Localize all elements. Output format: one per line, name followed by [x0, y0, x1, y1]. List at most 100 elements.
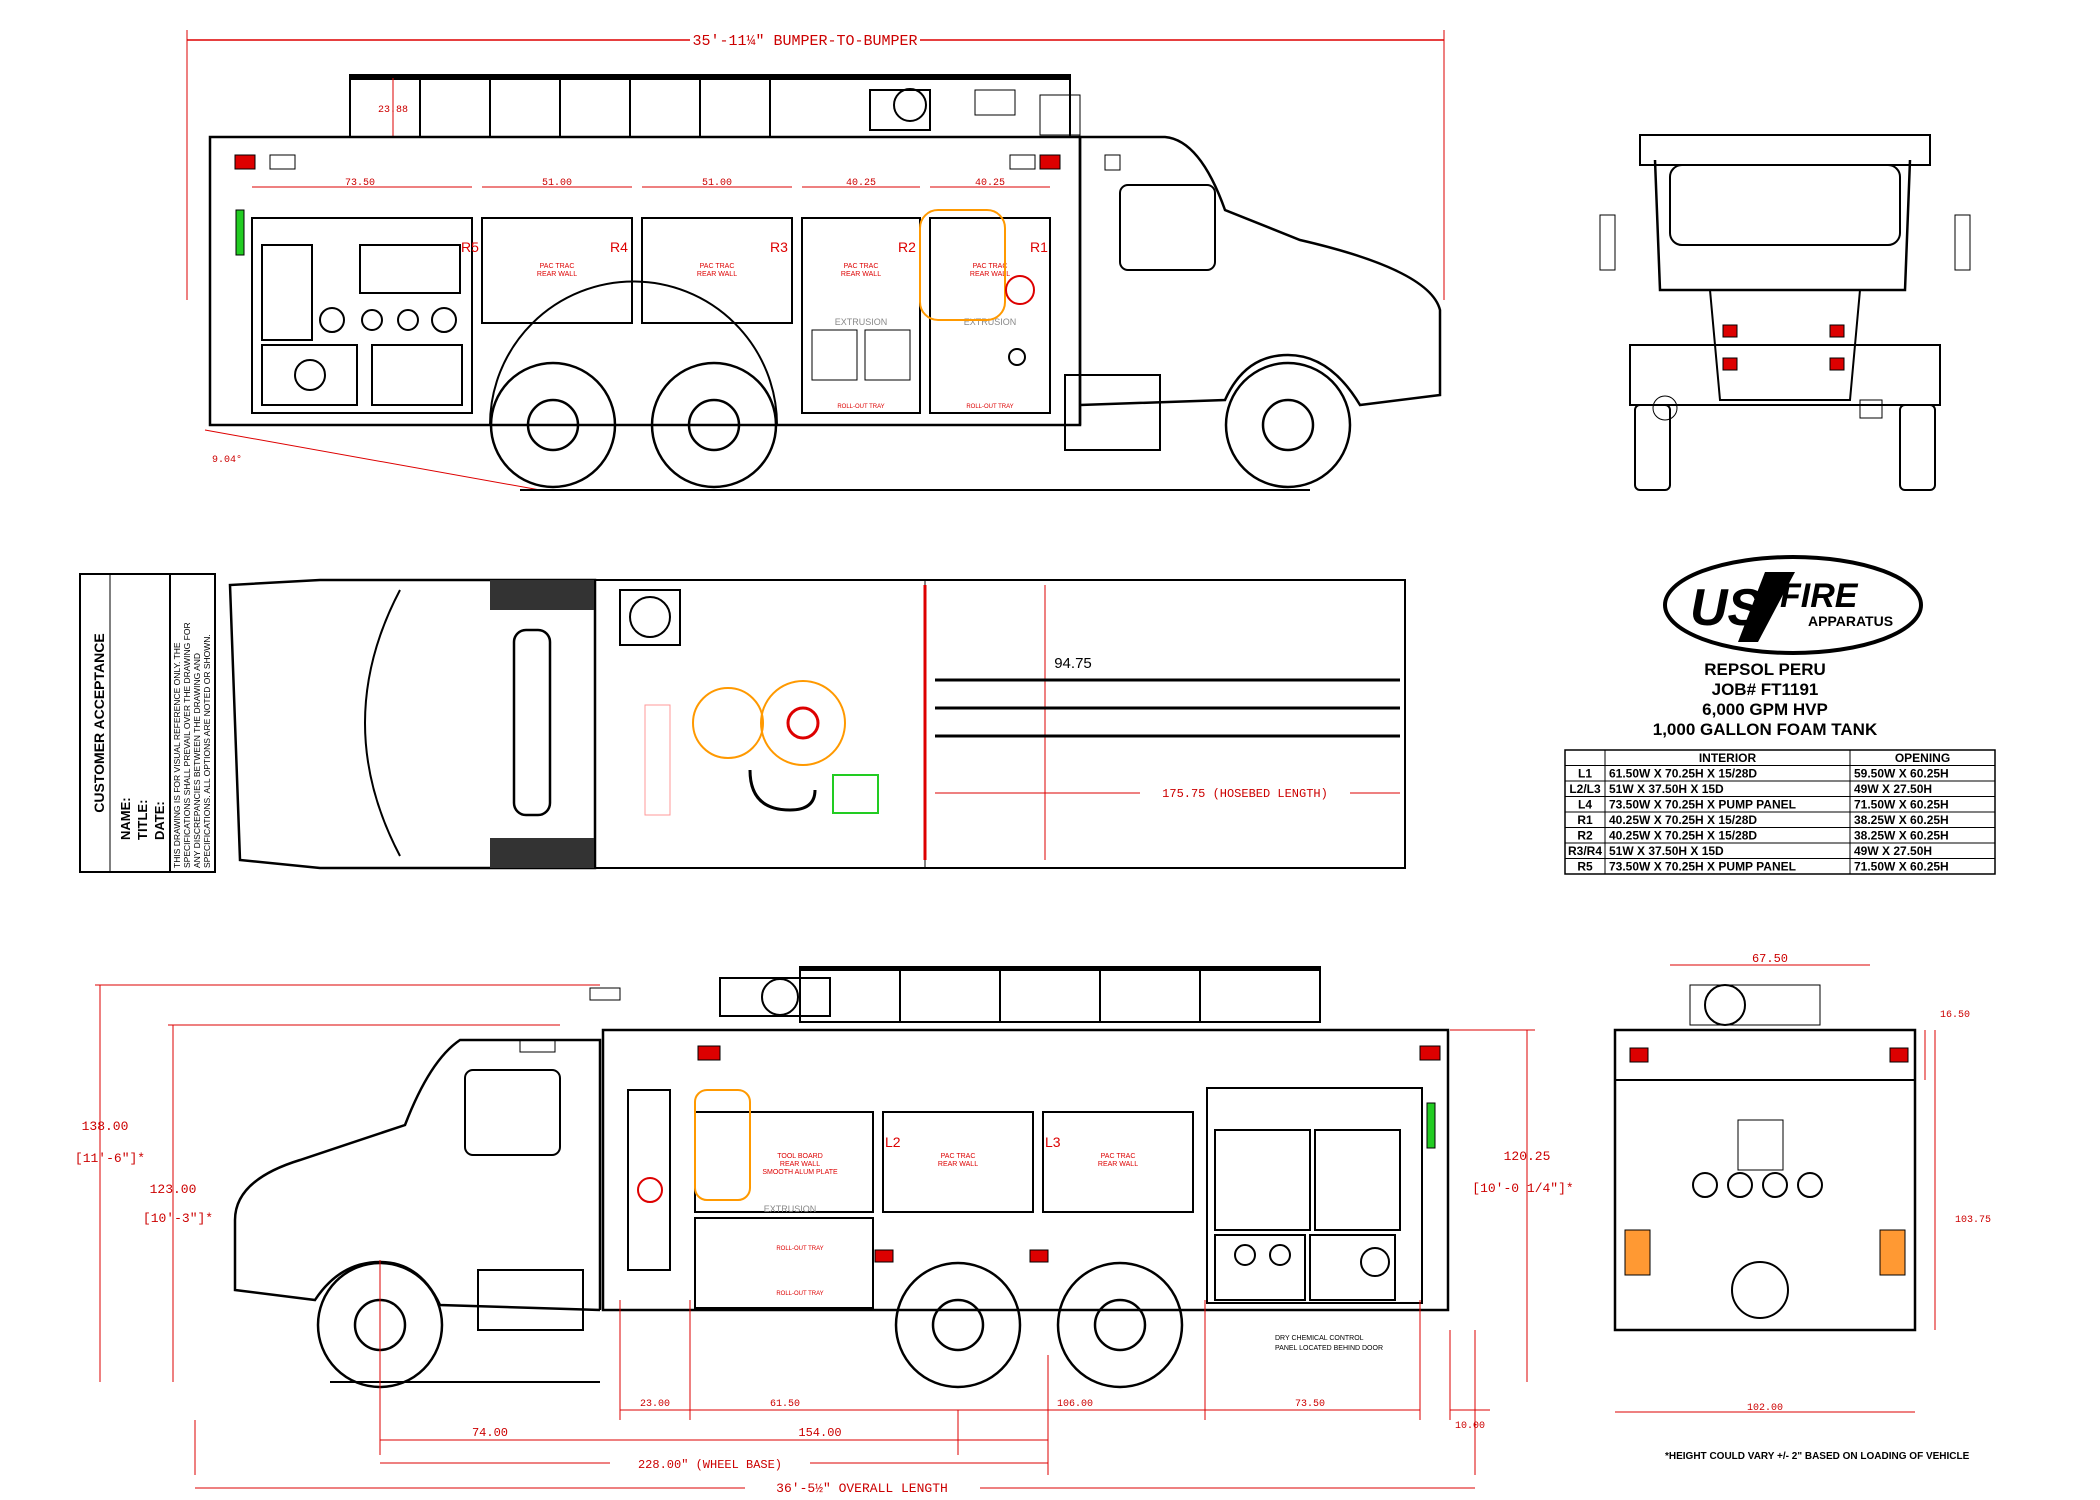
job-customer: REPSOL PERU [1704, 660, 1826, 679]
l1-tool-board: TOOL BOARD [777, 1153, 823, 1160]
job-tank: 1,000 GALLON FOAM TANK [1653, 720, 1878, 739]
height-123: 123.00 [150, 1182, 197, 1197]
job-number: JOB# FT1191 [1712, 680, 1819, 699]
compartment-r3-label: R3 [770, 239, 788, 255]
table-row-opening: 59.50W X 60.25H [1854, 767, 1949, 781]
front-view [1599, 134, 1971, 491]
table-row-opening: 49W X 27.50H [1854, 782, 1932, 796]
r5-width-dim: 73.50 [345, 178, 375, 189]
bottom-735-dim: 73.50 [1295, 1399, 1325, 1410]
height-120: 120.25 [1504, 1149, 1551, 1164]
l2-pac-trac: PAC TRAC [941, 1153, 976, 1160]
bottom-10-dim: 10.00 [1455, 1421, 1485, 1432]
l1-extrusion: EXTRUSION [764, 1204, 817, 1214]
hosebed-width-dim: 94.75 [1054, 655, 1092, 672]
rear-102-dim: 102.00 [1747, 1403, 1783, 1414]
r4-rear-wall: REAR WALL [537, 271, 577, 278]
table-header-interior: INTERIOR [1699, 751, 1757, 765]
rear-1650-dim: 16.50 [1940, 1010, 1970, 1021]
dry-chem-note-1: DRY CHEMICAL CONTROL [1275, 1335, 1364, 1342]
table-row-interior: 61.50W X 70.25H X 15/28D [1609, 767, 1757, 781]
table-row-id: R3/R4 [1568, 844, 1602, 858]
bottom-74-dim: 74.00 [472, 1426, 508, 1440]
table-row-opening: 38.25W X 60.25H [1854, 829, 1949, 843]
r1-roll-out: ROLL-OUT TRAY [966, 404, 1013, 410]
r3-rear-wall: REAR WALL [697, 271, 737, 278]
table-row-id: L4 [1578, 798, 1592, 812]
table-row-interior: 40.25W X 70.25H X 15/28D [1609, 829, 1757, 843]
l1-tool-board-wall: REAR WALL [780, 1161, 820, 1168]
r3-width-dim: 51.00 [702, 178, 732, 189]
acceptance-title: TITLE: [135, 800, 150, 840]
acceptance-heading: CUSTOMER ACCEPTANCE [91, 633, 107, 812]
height-123-ft: [10'-3"]* [143, 1211, 213, 1226]
bottom-615-dim: 61.50 [770, 1399, 800, 1410]
rear-view: 67.50 103.75 16.50 102.00 [1613, 952, 1991, 1414]
wheel-base-dim: 228.00" (WHEEL BASE) [638, 1458, 782, 1472]
ladder-height-dim: 23.88 [378, 105, 408, 116]
table-row-interior: 51W X 37.50H X 15D [1609, 782, 1724, 796]
rear-angle-dim: 9.04° [212, 454, 242, 466]
r1-pac-trac: PAC TRAC [973, 263, 1008, 270]
compartment-l3-label: L3 [1045, 1134, 1061, 1150]
compartment-r4-label: R4 [610, 239, 628, 255]
table-row-opening: 71.50W X 60.25H [1854, 860, 1949, 874]
bottom-154-dim: 154.00 [798, 1426, 841, 1440]
side-view-left: 138.00 [11'-6"]* 123.00 [10'-3"]* 120.25… [75, 966, 1574, 1496]
logo-apparatus: APPARATUS [1808, 613, 1893, 629]
bumper-to-bumper-dim: 35'-11¼" BUMPER-TO-BUMPER [692, 33, 917, 50]
table-row-id: L1 [1578, 767, 1592, 781]
acceptance-date: DATE: [152, 801, 167, 840]
table-row-id: R5 [1577, 860, 1593, 874]
r2-extrusion: EXTRUSION [835, 317, 888, 327]
compartment-r2-label: R2 [898, 239, 916, 255]
table-row-interior: 73.50W X 70.25H X PUMP PANEL [1609, 860, 1796, 874]
table-row-opening: 71.50W X 60.25H [1854, 798, 1949, 812]
table-row-opening: 49W X 27.50H [1854, 844, 1932, 858]
l1-roll-out-1: ROLL-OUT TRAY [776, 1246, 823, 1252]
side-view-right: 35'-11¼" BUMPER-TO-BUMPER 23.88 73.50 [186, 30, 1445, 491]
r4-width-dim: 51.00 [542, 178, 572, 189]
height-138-ft: [11'-6"]* [75, 1151, 145, 1166]
table-row-interior: 40.25W X 70.25H X 15/28D [1609, 813, 1757, 827]
table-header-opening: OPENING [1895, 751, 1950, 765]
logo-fire: FIRE [1780, 577, 1859, 615]
height-footnote: *HEIGHT COULD VARY +/- 2" BASED ON LOADI… [1665, 1451, 1970, 1462]
r2-roll-out: ROLL-OUT TRAY [837, 404, 884, 410]
disclaimer-line-3: ANY DISCREPANCIES BETWEEN THE DRAWING AN… [192, 653, 202, 868]
r4-pac-trac: PAC TRAC [540, 263, 575, 270]
dry-chem-note-2: PANEL LOCATED BEHIND DOOR [1275, 1345, 1383, 1352]
l3-rear-wall: REAR WALL [1098, 1161, 1138, 1168]
hosebed-length-dim: 175.75 (HOSEBED LENGTH) [1162, 787, 1328, 801]
table-row-interior: 73.50W X 70.25H X PUMP PANEL [1609, 798, 1796, 812]
disclaimer-line-2: SPECIFICATIONS SHALL PREVAIL OVER THE DR… [182, 622, 192, 868]
r2-rear-wall: REAR WALL [841, 271, 881, 278]
job-pump: 6,000 GPM HVP [1702, 700, 1828, 719]
compartment-l2-label: L2 [885, 1134, 901, 1150]
compartment-r5-label: R5 [461, 239, 479, 255]
rear-6750-dim: 67.50 [1752, 952, 1788, 966]
compartment-r1-label: R1 [1030, 239, 1048, 255]
compartment-table: INTERIOR OPENING L1 61.50W X 70.25H X 15/28… [1564, 749, 1996, 875]
r2-pac-trac: PAC TRAC [844, 263, 879, 270]
l2-rear-wall: REAR WALL [938, 1161, 978, 1168]
job-info: REPSOL PERU JOB# FT1191 6,000 GPM HVP 1,… [1653, 660, 1878, 739]
table-row-id: R1 [1577, 813, 1593, 827]
l3-pac-trac: PAC TRAC [1101, 1153, 1136, 1160]
height-138: 138.00 [82, 1119, 129, 1134]
disclaimer-line-1: THIS DRAWING IS FOR VISUAL REFERENCE ONL… [172, 642, 182, 868]
r1-width-dim: 40.25 [975, 178, 1005, 189]
r3-pac-trac: PAC TRAC [700, 263, 735, 270]
disclaimer-line-4: SPECIFICATIONS. ALL OPTIONS ARE NOTED OR… [202, 634, 212, 868]
r2-width-dim: 40.25 [846, 178, 876, 189]
rear-10375-dim: 103.75 [1955, 1215, 1991, 1226]
customer-acceptance-block: CUSTOMER ACCEPTANCE NAME: TITLE: DATE: T… [79, 573, 216, 873]
bottom-23-dim: 23.00 [640, 1399, 670, 1410]
bottom-106-dim: 106.00 [1057, 1399, 1093, 1410]
acceptance-name: NAME: [118, 797, 133, 840]
r1-rear-wall: REAR WALL [970, 271, 1010, 278]
us-fire-logo: US FIRE APPARATUS [1663, 555, 1923, 655]
table-row-id: R2 [1577, 829, 1593, 843]
height-120-ft: [10'-0 1/4"]* [1472, 1181, 1573, 1196]
